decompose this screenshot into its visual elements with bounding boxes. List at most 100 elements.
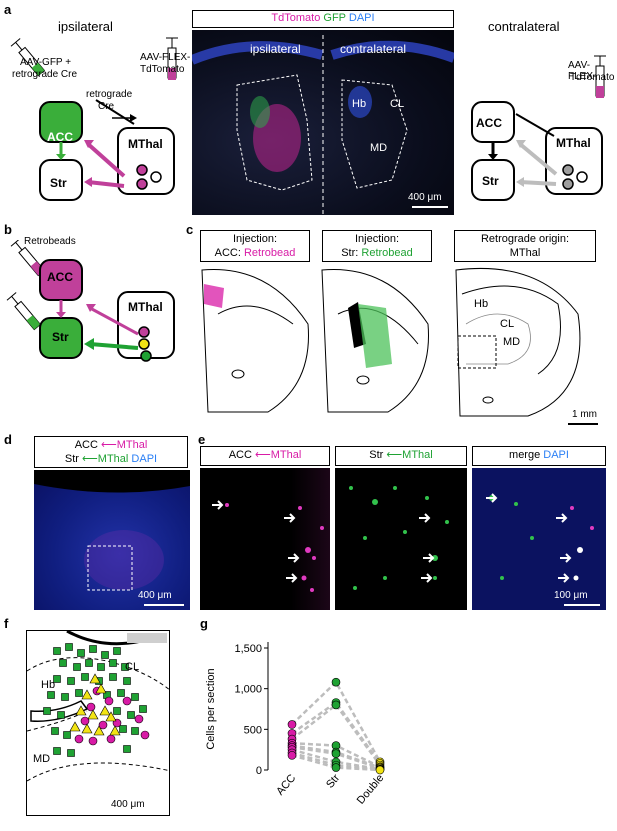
y-axis-label: Cells per section <box>205 668 217 749</box>
str-label-a-right: Str <box>482 174 499 188</box>
micro-e-scale-bar <box>564 604 600 606</box>
map-f: Hb CL MD 400 μm <box>26 630 170 816</box>
schematic-a-right <box>471 55 606 201</box>
contralateral-title: contralateral <box>488 19 560 34</box>
green-square-marker <box>67 677 75 685</box>
series-line <box>291 703 382 766</box>
retro-origin-region: MThal <box>509 247 541 259</box>
panel-label-f: f <box>4 616 9 631</box>
yellow-triangle-marker <box>99 705 111 716</box>
acc-point <box>287 751 297 760</box>
green-square-marker <box>85 659 93 667</box>
micrograph-d-overlay <box>34 470 190 591</box>
green-square-marker <box>81 673 89 681</box>
micrograph-e-str <box>335 468 467 610</box>
green-square-marker <box>75 689 83 697</box>
micrograph-e-merge-overlay <box>486 493 594 583</box>
series-line <box>291 748 381 771</box>
green-square-marker <box>113 707 121 715</box>
green-square-marker <box>47 691 55 699</box>
micro-a-hb: Hb <box>352 98 367 110</box>
str-point <box>331 749 341 759</box>
green-square-marker <box>67 749 75 757</box>
yellow-triangle-marker <box>89 673 101 684</box>
x-category-label: ACC <box>274 772 298 798</box>
mthal-label-a: MThal <box>128 137 163 151</box>
green-square-marker <box>77 649 85 657</box>
yellow-triangle-marker <box>105 711 117 722</box>
green-square-marker <box>131 693 139 701</box>
panel-label-e: e <box>198 432 206 447</box>
micrograph-d: 400 μm <box>34 470 190 610</box>
y-tick-label: 1,500 <box>234 643 262 655</box>
map-f-hb: Hb <box>41 679 56 691</box>
retrograde-line2: Cre <box>98 101 115 112</box>
green-square-marker <box>73 663 81 671</box>
acc-label-b: ACC <box>47 270 73 284</box>
schematic-a-left <box>10 37 178 201</box>
map-f-markers <box>43 643 150 757</box>
str-label-b: Str <box>52 330 69 344</box>
inj-right-line2: TdTomato <box>570 72 615 83</box>
yellow-triangle-marker <box>95 683 107 694</box>
y-tick-label: 0 <box>256 765 262 777</box>
str-point <box>331 700 341 710</box>
str-label-a: Str <box>50 176 67 190</box>
atlas-hb: Hb <box>474 298 489 310</box>
str-point <box>331 763 341 772</box>
inj-acc-line2: ACC: Retrobead <box>214 247 296 259</box>
green-square-marker <box>59 659 67 667</box>
header-e-merge: merge DAPI <box>472 446 606 466</box>
inj-acc-box: Injection: ACC: Retrobead <box>200 230 310 262</box>
series-line <box>291 754 381 772</box>
str-point <box>331 677 341 687</box>
yellow-triangle-marker <box>69 721 81 732</box>
inj-mid-line1: AAV-FLEX- <box>140 52 191 63</box>
legend-d-line1: ACC ⟵MThal <box>74 439 148 451</box>
micro-a-scale-bar <box>412 206 448 208</box>
map-f-scale-text: 400 μm <box>111 799 145 810</box>
retro-origin-title: Retrograde origin: <box>480 233 570 245</box>
green-square-marker <box>53 675 61 683</box>
panel-label-b: b <box>4 222 12 237</box>
yellow-triangle-marker <box>75 705 87 716</box>
green-square-marker <box>43 707 51 715</box>
green-square-marker <box>117 689 125 697</box>
micrograph-e-merge: 100 μm <box>472 468 606 610</box>
micro-d-scale-text: 400 μm <box>138 590 172 601</box>
header-e-acc: ACC ⟵MThal <box>200 446 330 466</box>
green-square-marker <box>131 727 139 735</box>
magenta-circle-marker <box>104 696 114 706</box>
mthal-label-a-right: MThal <box>556 136 591 150</box>
map-f-md: MD <box>33 753 51 765</box>
green-square-marker <box>53 747 61 755</box>
magenta-circle-marker <box>88 736 98 746</box>
green-square-marker <box>97 663 105 671</box>
green-square-marker <box>127 711 135 719</box>
inj-left-line2: retrograde Cre <box>12 69 78 80</box>
magenta-circle-marker <box>140 730 150 740</box>
green-square-marker <box>109 673 117 681</box>
green-square-marker <box>109 659 117 667</box>
green-square-marker <box>57 711 65 719</box>
y-tick-label: 500 <box>244 724 262 736</box>
legend-gfp: GFP <box>323 12 346 24</box>
green-square-marker <box>53 647 61 655</box>
schematic-b <box>6 240 175 362</box>
legend-box-d: ACC ⟵MThal Str ⟵MThal DAPI <box>34 436 188 468</box>
retro-origin-box: Retrograde origin: MThal <box>454 230 596 262</box>
x-category-label: Double <box>355 772 387 806</box>
magenta-circle-marker <box>86 702 96 712</box>
magenta-circle-marker <box>80 716 90 726</box>
micro-e-scale-text: 100 μm <box>554 590 588 601</box>
green-square-marker <box>89 645 97 653</box>
legend-dapi: DAPI <box>348 12 375 24</box>
yellow-triangle-marker <box>109 725 121 736</box>
yellow-triangle-marker <box>81 689 93 700</box>
magenta-circle-marker <box>98 720 108 730</box>
green-square-marker <box>101 651 109 659</box>
inj-right-line1: AAV-FLEX- <box>568 60 597 82</box>
green-square-marker <box>113 647 121 655</box>
series-line <box>291 700 382 765</box>
green-square-marker <box>63 731 71 739</box>
